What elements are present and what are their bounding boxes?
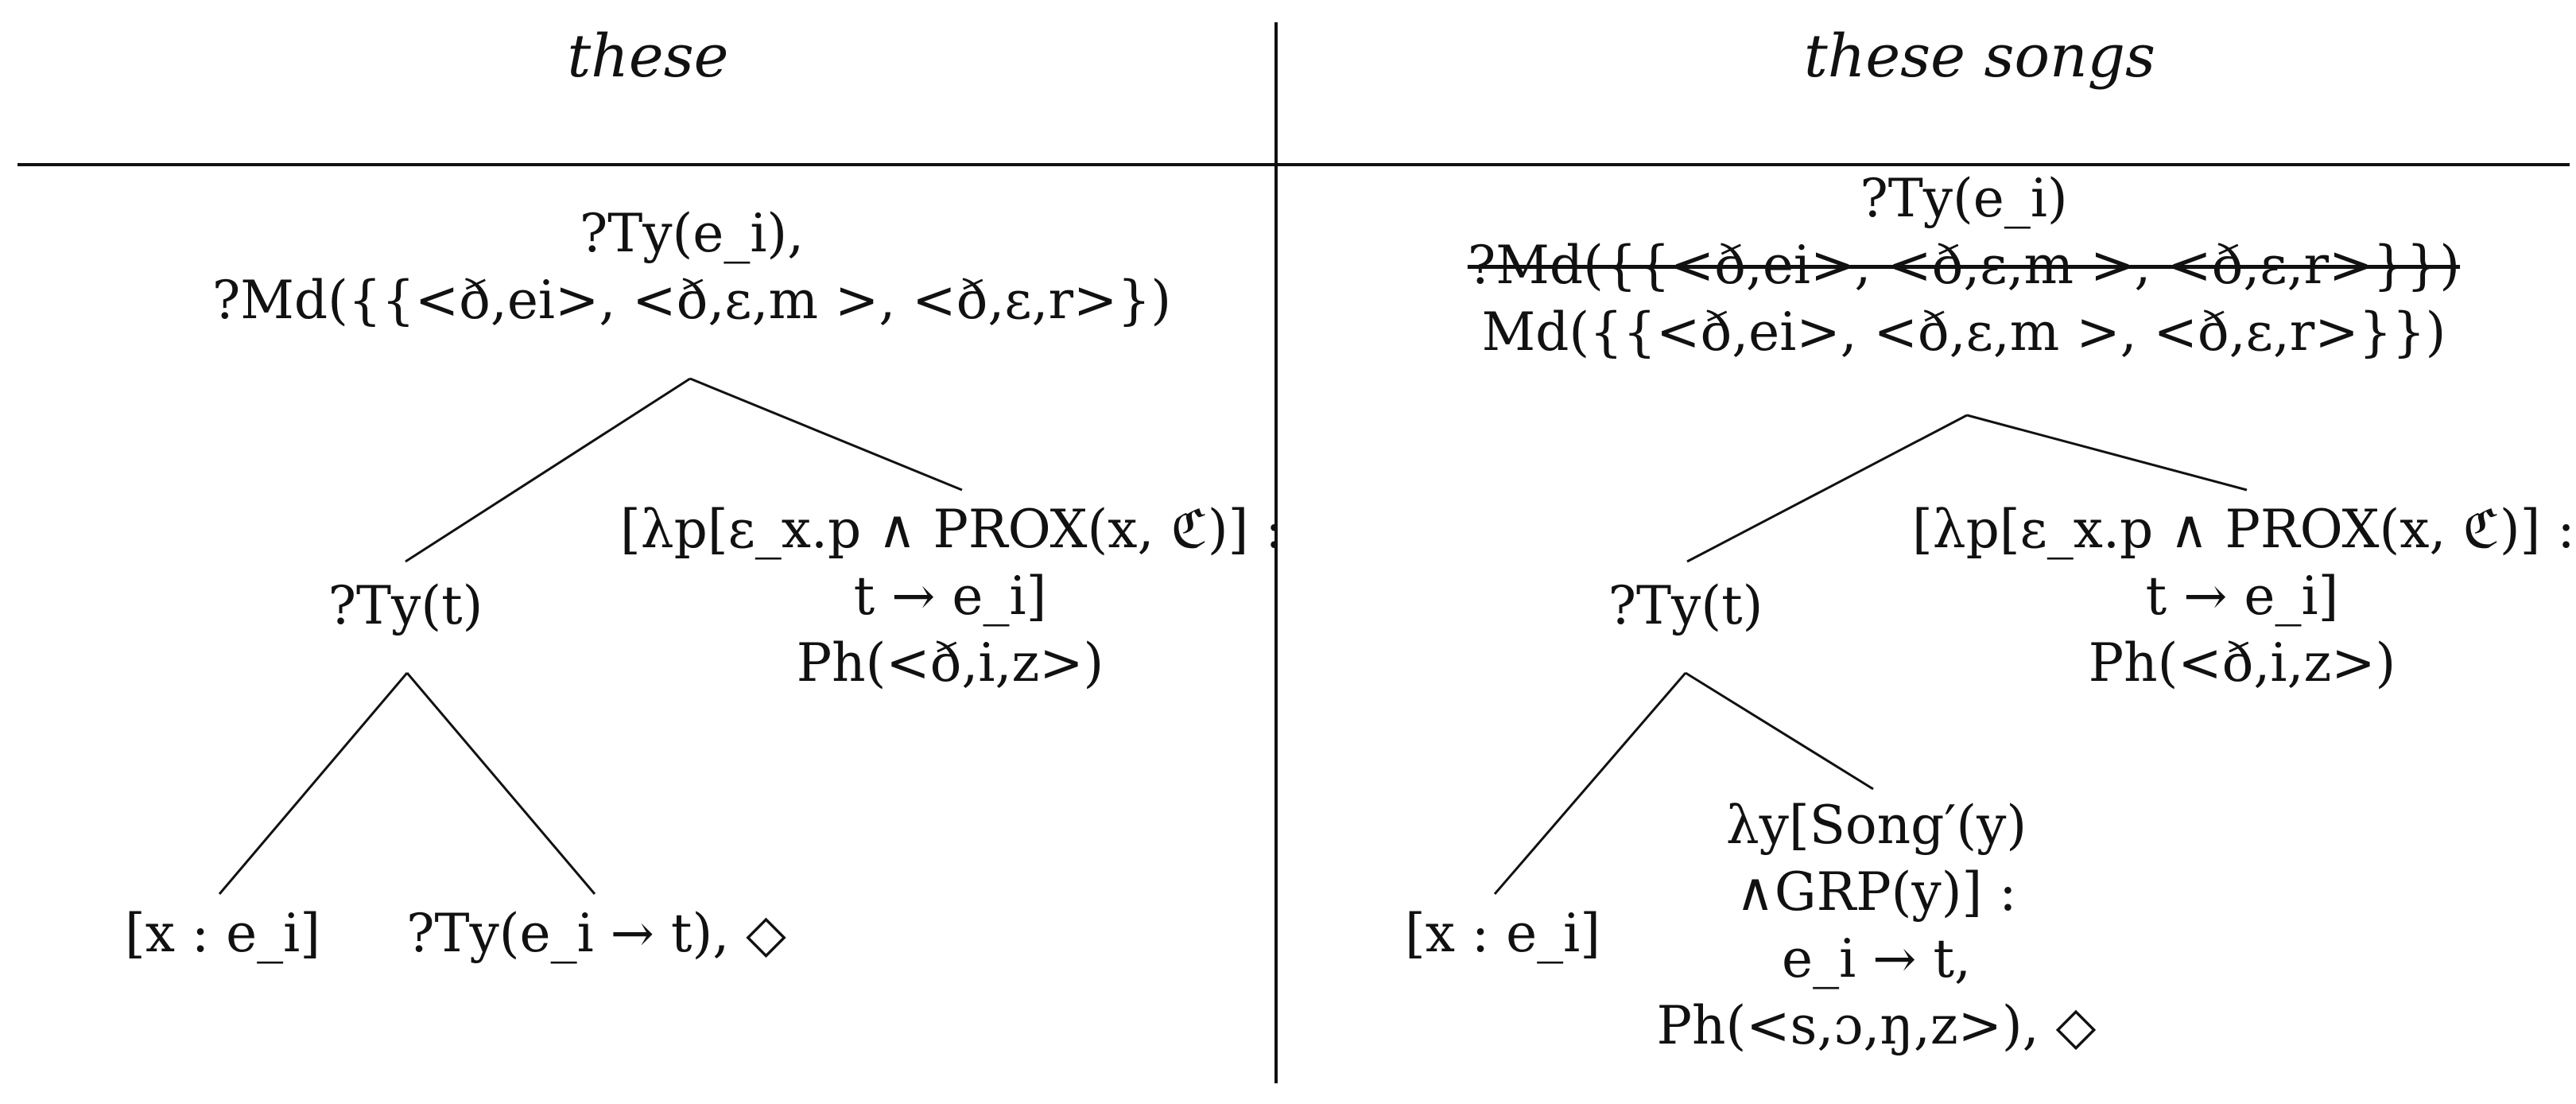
right-edge-root-to-midright	[1966, 414, 2248, 492]
left-edge-root-to-midleft	[405, 377, 691, 563]
left-midright-line-1: [λp[ε_x.p ∧ PROX(x, ℭ)] :	[620, 499, 1283, 560]
left-midright-line-2: t → e_i]	[853, 566, 1047, 627]
left-midleft-node: ?Ty(t)	[328, 575, 483, 636]
right-edge-root-to-midleft	[1686, 414, 1968, 563]
header-these-songs: these songs	[1803, 22, 2155, 91]
right-root-line-1: ?Ty(e_i)	[1860, 168, 2068, 229]
right-root-node: ?Ty(e_i) ?Md({{<ð,ei>, <ð,ε,m >, <ð,ε,r>…	[1407, 165, 2520, 366]
left-root-line-1: ?Ty(e_i),	[579, 203, 805, 264]
right-edge-midleft-to-leafleft	[1493, 672, 1687, 895]
right-midright-line-3: Ph(<ð,i,z>)	[2088, 632, 2396, 694]
left-midright-line-3: Ph(<ð,i,z>)	[796, 632, 1104, 694]
left-root-node: ?Ty(e_i), ?Md({{<ð,ei>, <ð,ε,m >, <ð,ε,r…	[159, 200, 1224, 334]
left-midright-node: [λp[ε_x.p ∧ PROX(x, ℭ)] : t → e_i] Ph(<ð…	[620, 496, 1283, 697]
right-root-line-2-struck: ?Md({{<ð,ei>, <ð,ε,m >, <ð,ε,r>}})	[1467, 235, 2461, 296]
left-edge-root-to-midright	[689, 377, 963, 492]
left-leafright-node: ?Ty(e_i → t), ◇	[406, 903, 786, 964]
right-leafleft-node: [x : e_i]	[1404, 903, 1601, 964]
right-midright-line-1: [λp[ε_x.p ∧ PROX(x, ℭ)] :	[1912, 499, 2575, 560]
left-leafleft-node: [x : e_i]	[124, 903, 321, 964]
right-leafright-node: λy[Song′(y) ∧GRP(y)] : e_i → t, Ph(<s,ɔ,…	[1622, 792, 2131, 1059]
right-midleft-node: ?Ty(t)	[1608, 575, 1763, 636]
right-leafright-line-1: λy[Song′(y)	[1725, 795, 2027, 856]
right-root-line-3: Md({{<ð,ei>, <ð,ε,m >, <ð,ε,r>}})	[1481, 301, 2446, 363]
left-edge-midleft-to-leafright	[405, 672, 596, 895]
right-midright-node: [λp[ε_x.p ∧ PROX(x, ℭ)] : t → e_i] Ph(<ð…	[1912, 496, 2575, 697]
right-edge-midleft-to-leafright	[1685, 671, 1874, 791]
right-leafright-line-2: ∧GRP(y)] :	[1736, 861, 2017, 923]
right-leafright-line-3: e_i → t,	[1782, 928, 1971, 989]
left-root-line-2: ?Md({{<ð,ei>, <ð,ε,m >, <ð,ε,r>})	[211, 270, 1172, 331]
header-these: these	[567, 22, 729, 91]
right-leafright-line-4: Ph(<s,ɔ,ŋ,z>), ◇	[1656, 995, 2097, 1056]
left-edge-midleft-to-leafleft	[218, 672, 409, 895]
right-midright-line-2: t → e_i]	[2145, 566, 2339, 627]
